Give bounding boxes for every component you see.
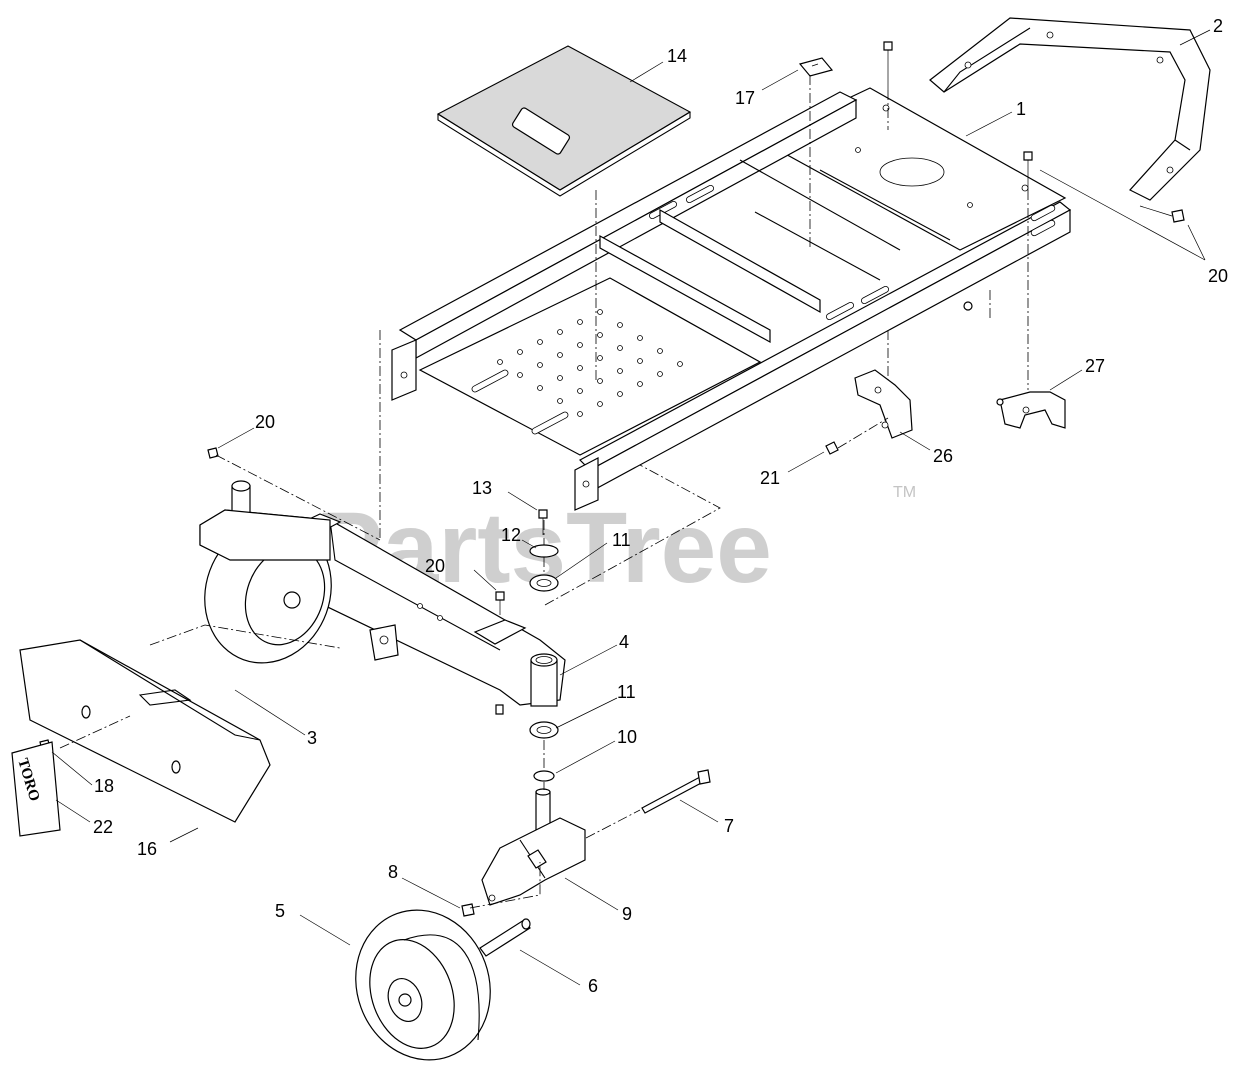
- callout-11-lower: 11: [617, 682, 636, 702]
- axle-bottom-bolt: [495, 704, 504, 715]
- axle-front-face: [199, 509, 331, 561]
- callout-3: 3: [307, 728, 317, 748]
- bolt-20-mid-part[interactable]: [495, 591, 505, 615]
- logo-plate-part[interactable]: TORO: [11, 741, 61, 837]
- bearing-11-lower-part[interactable]: [529, 721, 559, 739]
- floor-plate-holes: [497, 309, 683, 417]
- callout-22: 22: [93, 817, 113, 837]
- caster-fork-part[interactable]: [481, 788, 586, 906]
- main-frame-part[interactable]: [391, 87, 1072, 511]
- callout-20-left: 20: [255, 412, 275, 432]
- bearing-11-upper-part[interactable]: [529, 574, 559, 592]
- callout-7: 7: [724, 816, 734, 836]
- nut-21-part[interactable]: [825, 441, 839, 455]
- watermark-trademark: TM: [893, 484, 916, 501]
- mat-logo-plate: [511, 107, 571, 155]
- front-shield-part[interactable]: [19, 639, 271, 823]
- callout-1: 1: [1016, 99, 1026, 119]
- callout-26: 26: [933, 446, 953, 466]
- callout-10: 10: [617, 727, 637, 747]
- callout-20-rear: 20: [1208, 266, 1228, 286]
- decal-part[interactable]: [798, 57, 834, 77]
- callout-14: 14: [667, 46, 687, 66]
- nut-rear-part: [963, 301, 973, 311]
- callout-4: 4: [619, 632, 629, 652]
- callout-18: 18: [94, 776, 114, 796]
- axle-6-part[interactable]: [479, 918, 531, 957]
- callout-9: 9: [622, 904, 632, 924]
- assembly-lines: [59, 75, 1029, 909]
- callout-5: 5: [275, 901, 285, 921]
- callout-2: 2: [1213, 16, 1223, 36]
- rear-bolts: [883, 41, 1185, 223]
- bracket-left-part[interactable]: [854, 369, 913, 439]
- leader-lines: [51, 29, 1211, 986]
- rear-frame-part[interactable]: [929, 17, 1211, 201]
- callout-11-upper: 11: [612, 530, 631, 550]
- spacer-10-part[interactable]: [533, 770, 555, 782]
- callout-20-mid: 20: [425, 556, 445, 576]
- nut-27-part: [996, 398, 1004, 406]
- callout-21: 21: [760, 468, 780, 488]
- bolt-20-left-part[interactable]: [207, 447, 219, 459]
- callout-8: 8: [388, 862, 398, 882]
- bolt-7-part[interactable]: [641, 769, 711, 814]
- bolt-13-part[interactable]: [538, 509, 548, 535]
- front-wheel-part[interactable]: [335, 891, 511, 1070]
- callout-labels: 1 2 3 4 5 6 7 8 9 10 11 11 12 13 14 16 1…: [93, 16, 1228, 996]
- callout-17: 17: [735, 88, 755, 108]
- nut-8-part[interactable]: [461, 903, 475, 917]
- seat-mat-part[interactable]: [436, 45, 692, 197]
- callout-16: 16: [137, 839, 157, 859]
- bracket-right-part[interactable]: [999, 391, 1066, 429]
- callout-13: 13: [472, 478, 492, 498]
- callout-12: 12: [501, 525, 521, 545]
- callout-6: 6: [588, 976, 598, 996]
- callout-27: 27: [1085, 356, 1105, 376]
- caster-tube-part[interactable]: [530, 653, 558, 707]
